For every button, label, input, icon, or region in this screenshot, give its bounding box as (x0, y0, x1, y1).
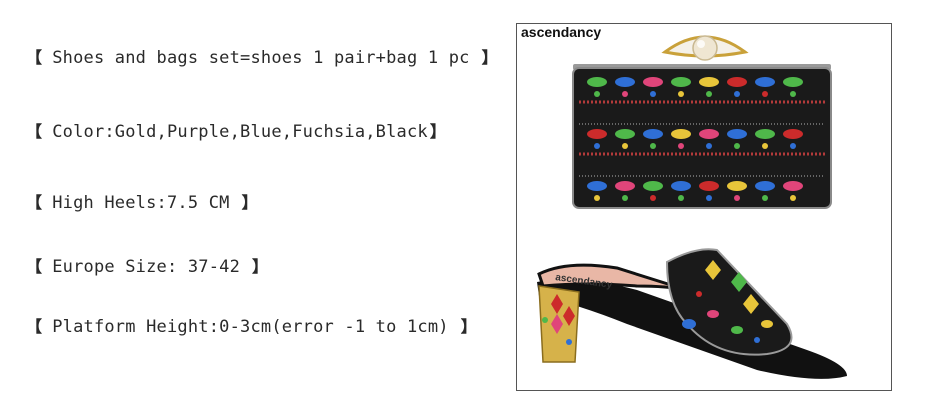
sandal-image: ascendancy (537, 248, 847, 379)
clutch-bag-image (572, 35, 832, 209)
close-bracket: 】 (460, 317, 477, 336)
product-photo: ascendancy (537, 35, 847, 379)
open-bracket: 【 (26, 122, 43, 141)
open-bracket: 【 (26, 193, 43, 212)
close-bracket: 】 (429, 122, 447, 141)
close-bracket: 】 (481, 48, 498, 67)
spec-text: Shoes and bags set=shoes 1 pair+bag 1 pc (52, 48, 470, 68)
spec-text: Color:Gold,Purple,Blue,Fuchsia,Black (52, 122, 428, 142)
close-bracket: 】 (252, 257, 269, 276)
open-bracket: 【 (26, 257, 43, 276)
spec-line-colors: 【 Color:Gold,Purple,Blue,Fuchsia,Black】 (26, 118, 446, 142)
spec-text: Europe Size: 37-42 (52, 257, 241, 277)
spec-line-platform-height: 【 Platform Height:0-3cm(error -1 to 1cm) 】 (26, 313, 477, 337)
spec-line-set-contents: 【 Shoes and bags set=shoes 1 pair+bag 1 p… (26, 44, 498, 68)
product-image-frame: ascendancy ascendancy (516, 23, 892, 391)
product-spec-list: 【 Shoes and bags set=shoes 1 pair+bag 1 p… (26, 44, 498, 337)
open-bracket: 【 (26, 48, 43, 67)
open-bracket: 【 (26, 317, 43, 336)
close-bracket: 】 (241, 193, 258, 212)
spec-line-heel-height: 【 High Heels:7.5 CM 】 (26, 189, 258, 213)
spec-text: Platform Height:0-3cm(error -1 to 1cm) (52, 317, 449, 337)
brand-watermark: ascendancy (521, 24, 602, 40)
spec-line-sizes: 【 Europe Size: 37-42 】 (26, 253, 268, 277)
spec-text: High Heels:7.5 CM (52, 193, 230, 213)
